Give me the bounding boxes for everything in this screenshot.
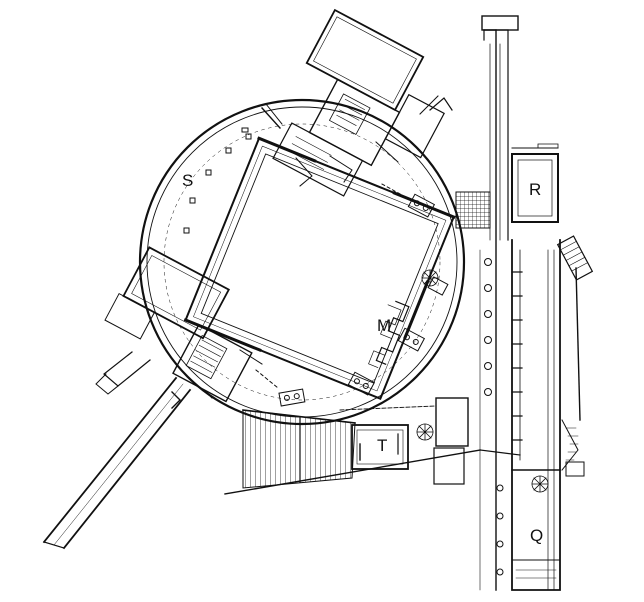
room-label-r: R [529, 180, 542, 199]
room-label-t: T [377, 436, 388, 455]
lower-left-annex [104, 246, 253, 403]
spiral-stairs [416, 269, 549, 493]
room-label-q: Q [530, 526, 544, 545]
furniture-items [278, 193, 449, 407]
grid-paving [455, 191, 491, 229]
room-t-block [339, 397, 469, 485]
linear-wing [479, 15, 585, 591]
central-courtyard [183, 136, 456, 401]
hall-markers [183, 127, 252, 234]
room-label-s: S [182, 171, 194, 190]
upper-annex [272, 8, 445, 197]
lower-connectors [171, 349, 279, 409]
tilted-stair [556, 235, 594, 281]
corridor-columns [484, 258, 504, 576]
diagonal-ramp [42, 351, 192, 550]
room-r-block [511, 143, 559, 223]
entry-connectors [261, 95, 453, 195]
stepped-plaza [224, 409, 521, 495]
room-label-m: M [377, 316, 392, 335]
